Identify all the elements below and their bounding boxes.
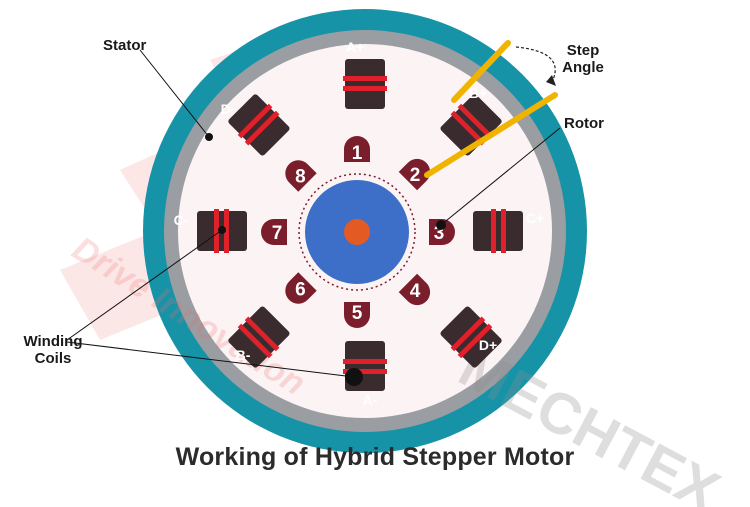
- stator-leader-line: [139, 49, 210, 138]
- coil-winding-band: [244, 316, 280, 352]
- pole-label: A-: [363, 392, 378, 408]
- stator-coil-aplus: [343, 59, 387, 109]
- tooth-number: 2: [410, 165, 421, 186]
- coil-winding-band: [343, 369, 387, 374]
- coil-winding-band: [237, 323, 273, 359]
- coil-winding-band: [457, 103, 493, 139]
- step-angle-arc-arrow: [515, 46, 556, 85]
- pole-labels: A+ B+ C+ D+ A- B- C- D-: [174, 39, 545, 408]
- rotor-tooth-1: 1: [344, 136, 370, 164]
- tooth-number: 4: [410, 281, 421, 302]
- step-angle-label-line2: Angle: [562, 59, 604, 76]
- diagram-caption: Working of Hybrid Stepper Motor: [175, 443, 575, 471]
- coil-winding-band: [457, 323, 493, 359]
- rotor-tooth-8: 8: [285, 160, 317, 192]
- tooth-shape: [398, 273, 431, 306]
- pole-label: D-: [221, 101, 236, 117]
- coil-winding-band: [237, 103, 273, 139]
- tooth-shape: [261, 219, 287, 245]
- pole-label: B+: [469, 85, 487, 101]
- stator-coil-dminus: [228, 94, 290, 156]
- step-pointer-line-1: [451, 40, 511, 103]
- coil-winding-band: [343, 86, 387, 91]
- coil-winding-band: [491, 209, 496, 253]
- coil-winding-band: [450, 110, 486, 146]
- rotor-label: Rotor: [564, 115, 604, 132]
- tooth-number: 6: [295, 280, 306, 301]
- tooth-shape: [285, 272, 317, 304]
- stator-coil-cplus: [473, 209, 523, 253]
- winding-leader-dot-2: [345, 368, 363, 386]
- rotor-teeth: 1 2 3 4 5 6 7 8: [261, 136, 455, 328]
- tooth-shape: [344, 136, 370, 162]
- stator-coil-bminus: [228, 306, 290, 368]
- stator-coil-bplus: [440, 94, 502, 156]
- coil-body: [473, 211, 523, 251]
- tooth-number: 5: [352, 303, 363, 324]
- tooth-number: 8: [295, 166, 306, 187]
- winding-leader-line-2: [66, 341, 355, 378]
- rotor-tooth-5: 5: [344, 302, 370, 328]
- rotor-tooth-3: 3: [429, 219, 455, 245]
- tooth-number: 7: [272, 223, 283, 244]
- coil-body: [228, 94, 290, 156]
- coil-winding-band: [343, 76, 387, 81]
- rotor-leader-line: [440, 127, 561, 226]
- stator-leader-dot: [205, 133, 213, 141]
- tooth-shape: [344, 302, 370, 328]
- pole-label: C+: [526, 210, 544, 226]
- coil-body: [440, 94, 502, 156]
- coil-body: [345, 59, 385, 109]
- watermark-brand: MECHTEX: [449, 334, 730, 507]
- rotor-tooth-2: 2: [398, 158, 431, 191]
- coil-winding-band: [244, 110, 280, 146]
- stator-label: Stator: [103, 37, 147, 54]
- rotor-leader-dot: [436, 220, 446, 230]
- rotor-tooth-6: 6: [285, 272, 317, 304]
- coil-body: [228, 306, 290, 368]
- step-pointer-line-2: [424, 92, 558, 178]
- coil-winding-band: [450, 316, 486, 352]
- tooth-shape: [398, 158, 431, 191]
- tooth-number: 1: [352, 143, 363, 164]
- step-angle-arrowhead: [546, 75, 556, 86]
- coil-winding-band: [214, 209, 219, 253]
- tooth-shape: [429, 219, 455, 245]
- winding-leader-line-1: [66, 229, 223, 341]
- coil-winding-band: [224, 209, 229, 253]
- pole-label: B-: [236, 347, 251, 363]
- step-angle-label-line1: Step: [567, 42, 600, 59]
- stator-coil-dplus: [440, 306, 502, 368]
- coil-body: [440, 306, 502, 368]
- rotor-tooth-4: 4: [398, 273, 431, 306]
- rotor-airgap-ring: [298, 173, 416, 291]
- tooth-shape: [285, 160, 317, 192]
- coil-winding-band: [501, 209, 506, 253]
- rotor-shaft: [344, 219, 370, 245]
- winding-coils-label-line2: Coils: [35, 350, 72, 367]
- coil-winding-band: [343, 359, 387, 364]
- rotor-tooth-7: 7: [261, 219, 287, 245]
- winding-leader-dot-1: [218, 226, 226, 234]
- pole-label: A+: [346, 39, 364, 55]
- winding-coils-label-line1: Winding: [23, 333, 82, 350]
- pole-label: C-: [174, 212, 189, 228]
- pole-label: D+: [479, 337, 497, 353]
- tooth-number: 3: [434, 223, 445, 244]
